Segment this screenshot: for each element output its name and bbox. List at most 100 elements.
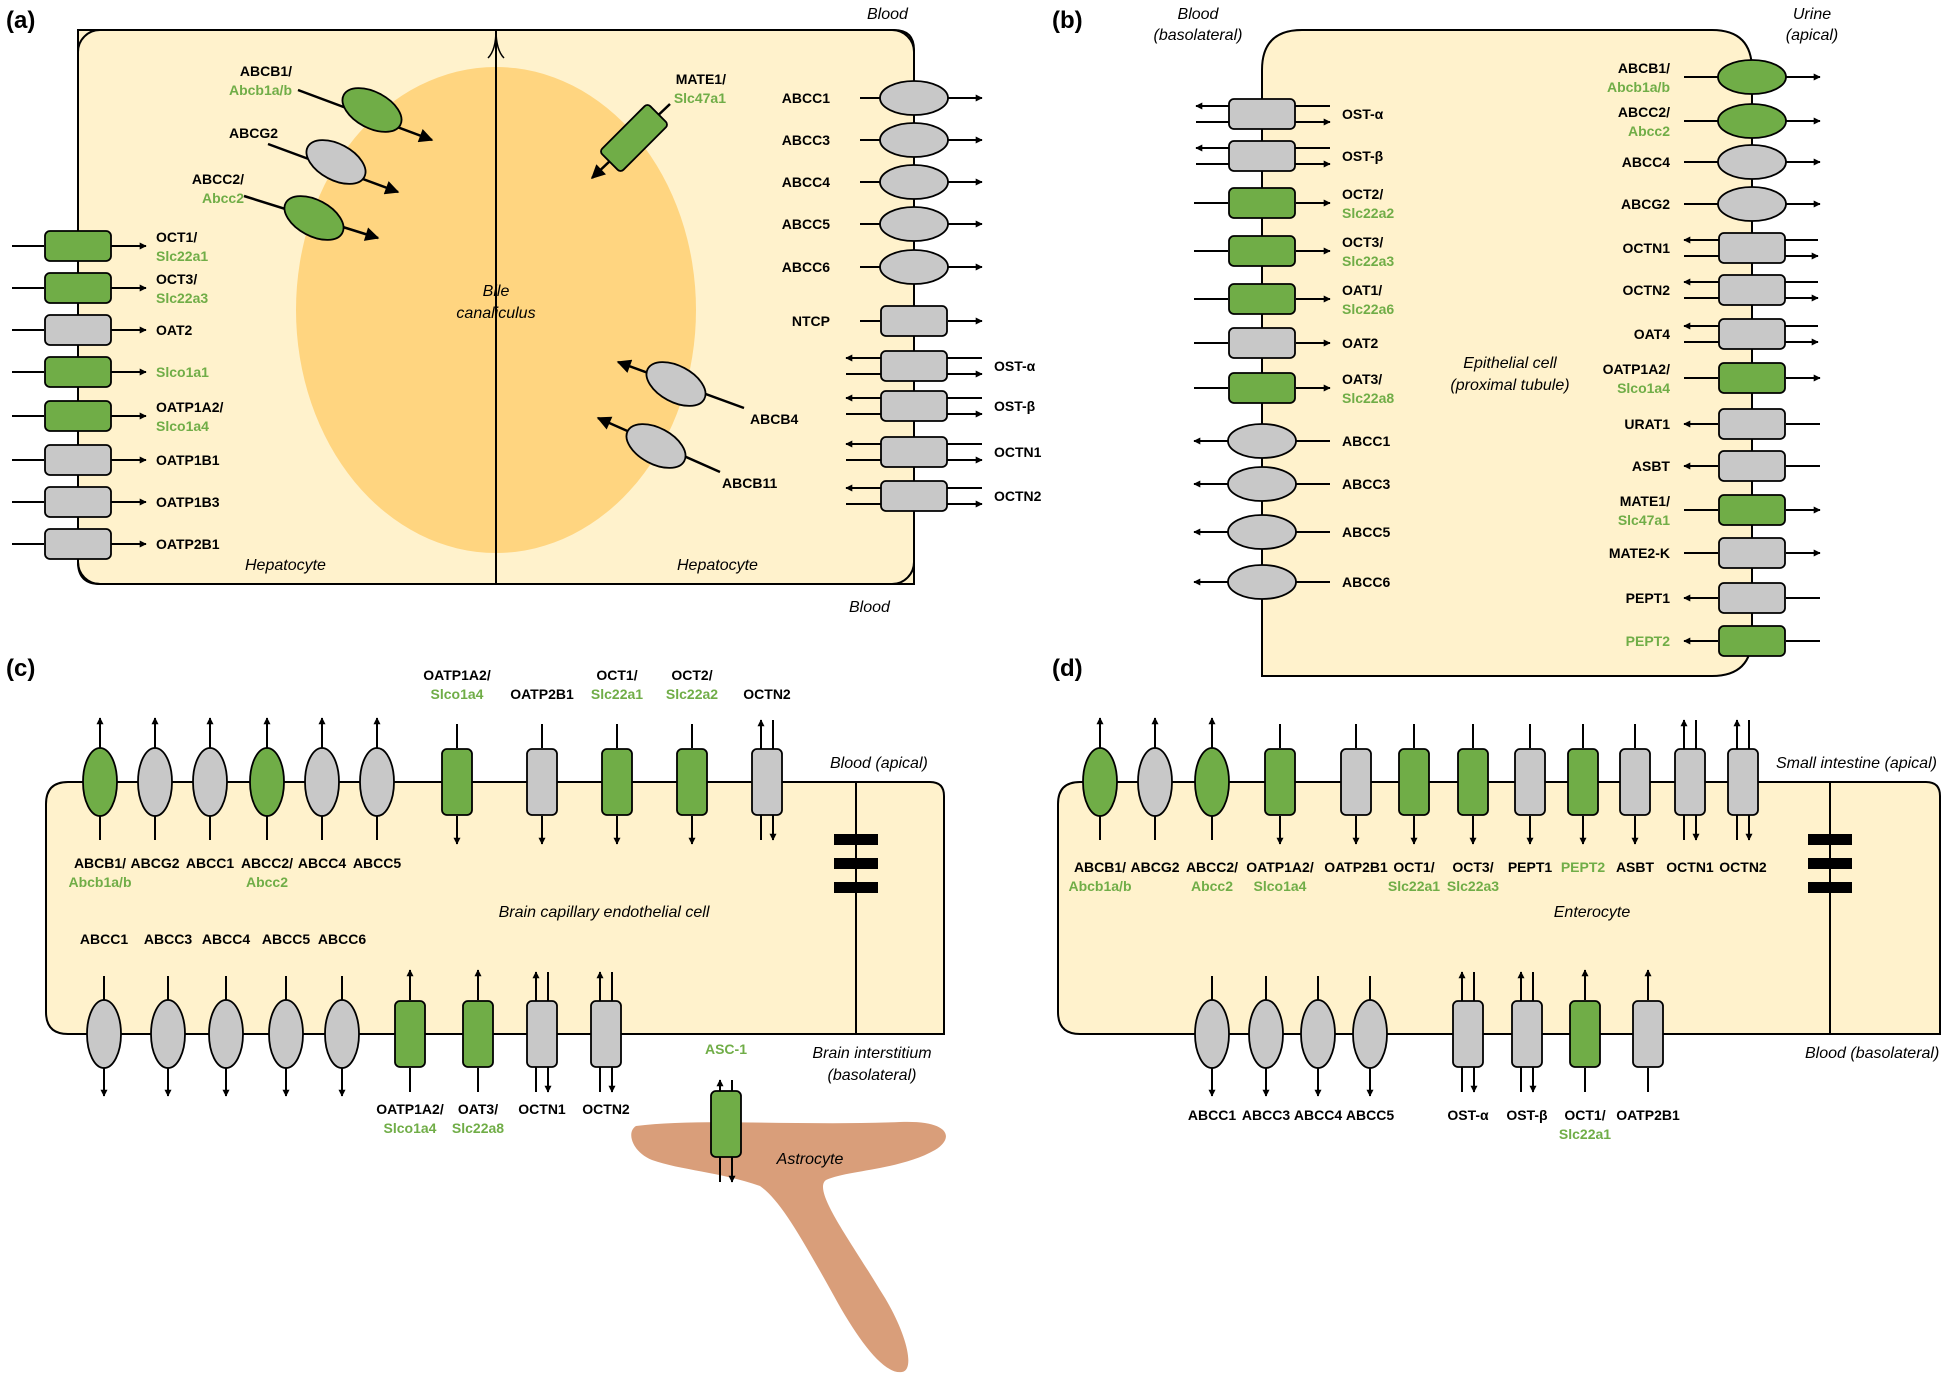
abcb1-canalicular: ABCB1/Abcb1a/b bbox=[229, 63, 434, 143]
abcb11-canalicular: ABCB11 bbox=[596, 416, 777, 491]
interstitium-label-2: (basolateral) bbox=[828, 1067, 917, 1084]
pept1-transporter bbox=[1718, 582, 1786, 614]
ost-transporter bbox=[880, 350, 948, 382]
blood-basolateral-d-label: Blood (basolateral) bbox=[1805, 1045, 1939, 1062]
blood-top-label: Blood bbox=[867, 6, 909, 23]
oat4-transporter bbox=[1718, 318, 1786, 350]
transporter-label: ABCC1 bbox=[1188, 1107, 1236, 1123]
transporter-label: OCT3/ bbox=[1452, 859, 1493, 875]
transporter-label: ABCB1/ bbox=[240, 63, 292, 79]
transporter-label: ABCC1 bbox=[80, 931, 128, 947]
transporter-label: ABCB1/ bbox=[1618, 60, 1670, 76]
transporter-label: OCT1/ bbox=[1393, 859, 1434, 875]
transporter-label: OAT2 bbox=[156, 322, 193, 338]
transporter-label: OST-α bbox=[1447, 1107, 1489, 1123]
slco1a1-transporter bbox=[44, 356, 112, 388]
gene-label: Slc22a1 bbox=[591, 686, 643, 702]
transporter-label: OATP1A2/ bbox=[1603, 361, 1671, 377]
abcb1-transporter bbox=[1082, 747, 1118, 817]
panel-c-endothelial-cell bbox=[45, 781, 857, 1035]
oatp2b1-transporter bbox=[1632, 1000, 1664, 1068]
tight-junction bbox=[834, 834, 878, 893]
transporter-label: OAT3/ bbox=[1342, 371, 1382, 387]
oatp1a2-transporter bbox=[441, 748, 473, 816]
gene-label: Slc22a8 bbox=[1342, 390, 1394, 406]
transporter-label: PEPT1 bbox=[1508, 859, 1553, 875]
abcc1-transporter bbox=[192, 747, 228, 817]
transporter-label: ABCC4 bbox=[782, 174, 830, 190]
transporter-label: OCTN2 bbox=[1719, 859, 1767, 875]
transporter-label: OCTN2 bbox=[994, 488, 1042, 504]
oatp1a2-transporter bbox=[44, 400, 112, 432]
transporter-label: ABCC4 bbox=[1294, 1107, 1342, 1123]
gene-label: Slc22a6 bbox=[1342, 301, 1394, 317]
transporter-label: OST-β bbox=[994, 398, 1036, 414]
transporter-label: OATP1B3 bbox=[156, 494, 220, 510]
blood-apical-label: Blood (apical) bbox=[830, 755, 928, 772]
oatp2b1-transporter bbox=[526, 748, 558, 816]
abcc2-transporter bbox=[283, 195, 345, 241]
ost-transporter bbox=[880, 390, 948, 422]
panel-a: ABCB1/Abcb1a/bABCG2ABCC2/Abcc2MATE1/Slc4… bbox=[12, 29, 1042, 585]
epithelial-label-1: Epithelial cell bbox=[1463, 355, 1557, 372]
gene-label: Slc22a3 bbox=[1447, 878, 1499, 894]
abcb11-transporter bbox=[625, 423, 687, 469]
transporter-label: ABCC6 bbox=[318, 931, 366, 947]
transporter-label: ASBT bbox=[1632, 458, 1671, 474]
oatp2b1-transporter bbox=[44, 528, 112, 560]
transporter-label: ABCB1/ bbox=[74, 855, 126, 871]
transporter-label: ABCB11 bbox=[722, 475, 777, 491]
transporter-label: OATP1A2/ bbox=[156, 399, 224, 415]
oatp1b1-transporter bbox=[44, 444, 112, 476]
abcc4-transporter bbox=[208, 999, 244, 1069]
transporter-label: ABCB4 bbox=[750, 411, 798, 427]
blood-basolateral-2: (basolateral) bbox=[1154, 27, 1243, 44]
transporter-label: OCTN1 bbox=[994, 444, 1042, 460]
blood-bottom-label: Blood bbox=[849, 599, 891, 616]
transporter-label: ASC-1 bbox=[705, 1041, 747, 1057]
octn1-transporter bbox=[526, 1000, 558, 1068]
abcg2-transporter bbox=[1717, 186, 1787, 222]
transporter-label: OAT4 bbox=[1634, 326, 1671, 342]
transporter-label: ABCC1 bbox=[1342, 433, 1390, 449]
urine-apical-2: (apical) bbox=[1786, 27, 1838, 44]
abcc4-transporter bbox=[1717, 144, 1787, 180]
abcc5-transporter bbox=[1227, 514, 1297, 550]
transporter-label: ABCG2 bbox=[1130, 859, 1179, 875]
panel-c-neighbor-cell bbox=[855, 781, 945, 1035]
panel-a-label: (a) bbox=[6, 7, 35, 34]
gene-label: Slco1a4 bbox=[1617, 380, 1670, 396]
transporter-label: ABCC5 bbox=[1342, 524, 1390, 540]
gene-label: Slc22a3 bbox=[1342, 253, 1394, 269]
gene-label: Slc22a3 bbox=[156, 290, 208, 306]
octn2-transporter bbox=[590, 1000, 622, 1068]
transporter-label: ABCC2/ bbox=[192, 171, 244, 187]
transporter-label: ABCC5 bbox=[353, 855, 401, 871]
interstitium-label-1: Brain interstitium bbox=[812, 1045, 931, 1062]
abcc6-transporter bbox=[1227, 564, 1297, 600]
transporter-label: ABCC6 bbox=[782, 259, 830, 275]
pept2-transporter bbox=[1718, 625, 1786, 657]
gene-label: Slc22a2 bbox=[1342, 205, 1394, 221]
gene-label: Slco1a4 bbox=[1254, 878, 1307, 894]
pept1-transporter bbox=[1514, 748, 1546, 816]
transporter-label: MATE2-K bbox=[1609, 545, 1670, 561]
mate1-transporter bbox=[1718, 494, 1786, 526]
transporter-label: OATP2B1 bbox=[1616, 1107, 1680, 1123]
octn2-transporter bbox=[1727, 748, 1759, 816]
transporter-label: OCT1/ bbox=[156, 229, 197, 245]
urat1-transporter bbox=[1718, 408, 1786, 440]
transporter-label: OAT1/ bbox=[1342, 282, 1382, 298]
transporter-label: ABCC3 bbox=[1242, 1107, 1290, 1123]
transporter-label: ABCC3 bbox=[782, 132, 830, 148]
transporter-label: ABCC6 bbox=[1342, 574, 1390, 590]
transporter-label: OATP2B1 bbox=[156, 536, 220, 552]
asc-1-transporter bbox=[710, 1090, 742, 1158]
epithelial-label-2: (proximal tubule) bbox=[1450, 377, 1569, 394]
gene-label: Slc22a8 bbox=[452, 1120, 504, 1136]
gene-label: Slc22a1 bbox=[1559, 1126, 1611, 1142]
octn2-transporter bbox=[1718, 274, 1786, 306]
oat1-transporter bbox=[1228, 283, 1296, 315]
abcc5-transporter bbox=[268, 999, 304, 1069]
